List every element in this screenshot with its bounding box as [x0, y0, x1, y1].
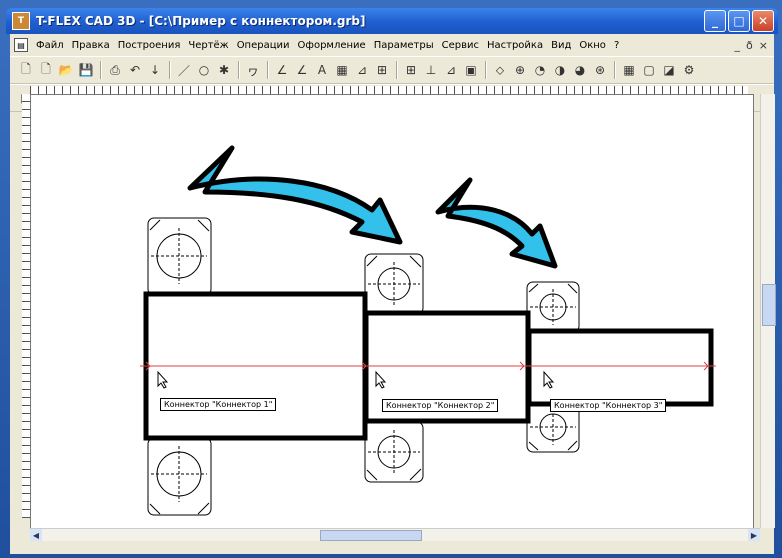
window-title: T-FLEX CAD 3D - [C:\Пример с коннектором… — [36, 14, 366, 28]
minimize-button[interactable]: _ — [704, 10, 726, 32]
variables-icon[interactable]: ⊛ — [594, 63, 606, 77]
vertical-scrollbar[interactable] — [760, 94, 776, 528]
window-icon[interactable]: ▢ — [643, 63, 655, 77]
connector-1-cursor-icon — [157, 370, 169, 389]
arrow-2-icon — [435, 177, 558, 269]
connector-3-cursor-icon — [543, 370, 555, 389]
connector-label-2[interactable]: Коннектор "Коннектор 2" — [382, 399, 499, 412]
menu-operations[interactable]: Операции — [236, 39, 290, 51]
node-icon[interactable]: ✱ — [218, 63, 230, 77]
menu-settings[interactable]: Настройка — [486, 39, 544, 51]
undo-icon[interactable]: ↶ — [129, 63, 141, 77]
horizontal-scroll-thumb[interactable] — [320, 530, 422, 541]
graphic-line-icon[interactable]: ヮ — [246, 63, 259, 78]
app-icon: T — [12, 12, 30, 30]
picture-icon[interactable]: ⊿ — [445, 63, 457, 77]
fragment-icon[interactable]: ⊞ — [405, 63, 417, 77]
op-1-icon[interactable]: ⬦ — [495, 62, 505, 77]
new-icon[interactable]: 🗋 — [21, 61, 31, 76]
new-3d-icon[interactable]: 🗋 — [41, 61, 51, 76]
circle-icon[interactable]: ○ — [198, 63, 210, 77]
menu-bar: ▤ Файл Правка Построения Чертёж Операции… — [10, 34, 774, 56]
bearing-3-top[interactable] — [526, 281, 580, 333]
text-icon[interactable]: A — [317, 63, 327, 77]
document-icon[interactable]: ▤ — [14, 38, 28, 52]
mdi-minimize-button[interactable]: _ — [734, 38, 741, 52]
bearing-1-bottom[interactable] — [147, 437, 212, 516]
title-bar[interactable]: T T-FLEX CAD 3D - [C:\Пример с коннектор… — [6, 8, 778, 34]
client-area: ▤ Файл Правка Построения Чертёж Операции… — [10, 34, 776, 554]
arrow-1-icon — [187, 145, 403, 245]
open-icon[interactable]: 📂 — [58, 63, 74, 77]
connector-marker-1-end — [361, 361, 367, 371]
menu-construct[interactable]: Построения — [117, 39, 181, 51]
menu-service[interactable]: Сервис — [441, 39, 479, 51]
menu-view[interactable]: Вид — [551, 39, 572, 51]
op-4-icon[interactable]: ◑ — [554, 63, 566, 77]
image-icon[interactable]: ▣ — [465, 63, 477, 77]
dimension-icon[interactable]: ∠ — [276, 63, 288, 77]
connector-label-3[interactable]: Коннектор "Коннектор 3" — [550, 399, 667, 412]
connector-marker-1-start — [145, 361, 151, 371]
roughness-icon[interactable]: ⊿ — [356, 63, 368, 77]
menu-format[interactable]: Оформление — [297, 39, 366, 51]
close-button[interactable]: ✕ — [752, 10, 774, 32]
connector-marker-3-end — [703, 361, 709, 371]
main-toolbar: 🗋 🗋 📂 💾 ⎙ ↶ ↓ ／ ○ ✱ ヮ ∠ ∠ A ▦ ⊿ ⊞ ⊞ ⊥ ⊿ … — [10, 56, 774, 84]
mdi-restore-button[interactable]: ð — [746, 38, 753, 52]
toolbar-separator — [169, 61, 170, 79]
scroll-left-icon[interactable]: ◀ — [30, 529, 42, 541]
vertical-scroll-thumb[interactable] — [762, 284, 776, 326]
connector-2-cursor-icon — [375, 370, 387, 389]
menu-parameters[interactable]: Параметры — [373, 39, 434, 51]
connector-label-1[interactable]: Коннектор "Коннектор 1" — [160, 398, 277, 411]
connector-marker-2-end — [519, 361, 525, 371]
model-icon[interactable]: ◪ — [663, 63, 675, 77]
menu-window[interactable]: Окно — [579, 39, 606, 51]
op-5-icon[interactable]: ◕ — [574, 63, 586, 77]
maximize-button[interactable]: □ — [728, 10, 750, 32]
toolbar-separator — [396, 61, 397, 79]
redo-icon[interactable]: ↓ — [149, 63, 161, 77]
horizontal-scrollbar[interactable]: ◀ ▶ — [30, 528, 760, 541]
toolbar-separator — [485, 61, 486, 79]
bearing-2-bottom[interactable] — [364, 421, 424, 483]
hatch-icon[interactable]: ▦ — [336, 63, 348, 77]
toolbar-separator — [100, 61, 101, 79]
bearing-2-top[interactable] — [364, 253, 424, 315]
menu-draw[interactable]: Чертёж — [188, 39, 229, 51]
op-2-icon[interactable]: ⊕ — [514, 63, 526, 77]
scroll-right-icon[interactable]: ▶ — [748, 529, 760, 541]
bearing-1-top[interactable] — [147, 217, 212, 296]
op-3-icon[interactable]: ◔ — [534, 63, 546, 77]
save-icon[interactable]: 💾 — [78, 63, 94, 77]
menu-file[interactable]: Файл — [36, 39, 64, 51]
shaft-section-3[interactable] — [526, 328, 714, 407]
leader-icon[interactable]: ∠ — [296, 63, 308, 77]
menu-edit[interactable]: Правка — [71, 39, 110, 51]
grid-icon[interactable]: ▦ — [623, 63, 635, 77]
mdi-close-button[interactable]: × — [758, 38, 768, 52]
table-icon[interactable]: ⊞ — [376, 63, 388, 77]
line-icon[interactable]: ／ — [177, 63, 190, 78]
toolbar-separator — [238, 61, 239, 79]
view-icon[interactable]: ⊥ — [425, 63, 437, 77]
options-icon[interactable]: ⚙ — [683, 63, 695, 77]
print-icon[interactable]: ⎙ — [110, 62, 120, 77]
toolbar-separator — [614, 61, 615, 79]
toolbar-separator — [267, 61, 268, 79]
menu-help[interactable]: ? — [613, 39, 620, 51]
